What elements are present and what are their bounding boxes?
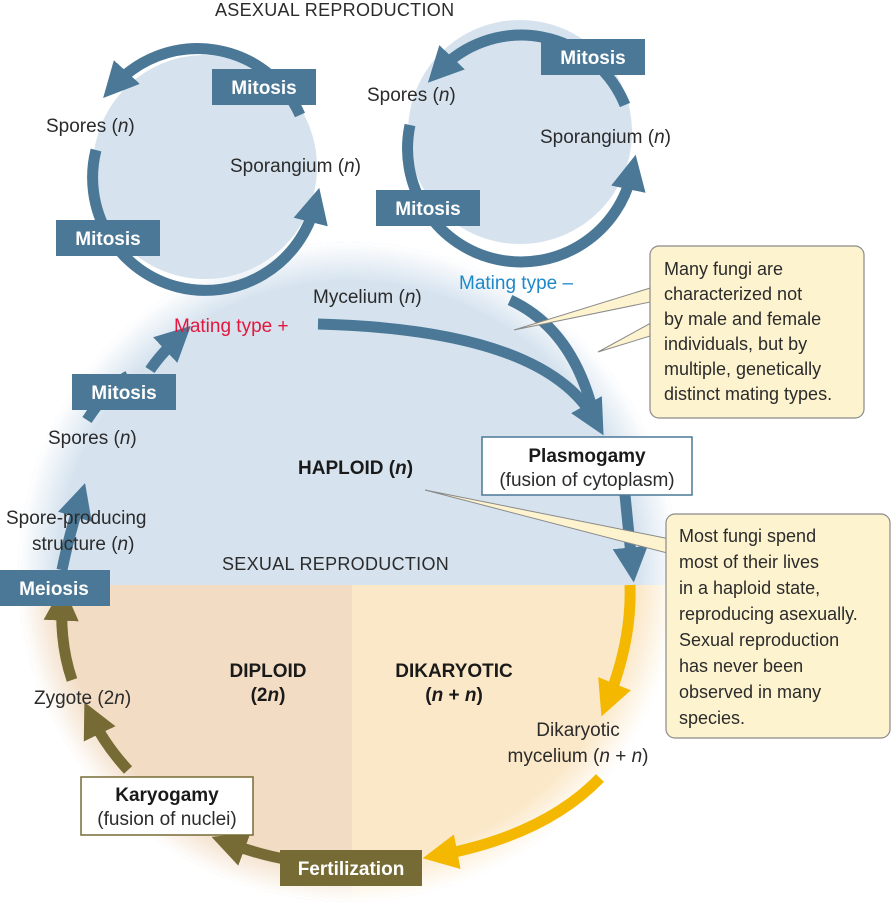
mating-note-line: Many fungi are <box>664 259 783 279</box>
sexual-spores-label: Spores (n) <box>48 428 137 449</box>
fertilization-box <box>280 850 422 886</box>
plasmogamy-subtitle: (fusion of cytoplasm) <box>499 470 674 491</box>
karyogamy-arrow <box>83 702 133 774</box>
asexual-right-mitosis-bottom-box <box>376 190 480 226</box>
asexual-left-spores: Spores (n) <box>46 116 135 137</box>
asexual-left-arrow-bottom <box>87 148 328 296</box>
haploid-note-line: observed in many <box>679 682 821 702</box>
mating-plus-arrow <box>317 318 604 436</box>
diploid-label-line1: DIPLOID <box>229 661 306 682</box>
karyogamy-subtitle: (fusion of nuclei) <box>97 809 236 830</box>
spore-producing-structure-line1: Spore-producing <box>6 508 146 529</box>
zygote-arrow <box>43 585 79 682</box>
mating-note-line: multiple, genetically <box>664 359 821 379</box>
asexual-right-arrow-bottom <box>402 123 646 268</box>
haploid-note-text: Most fungi spend most of their lives in … <box>679 526 858 728</box>
sexual-mitosis-box <box>72 374 176 410</box>
plasmogamy-title: Plasmogamy <box>528 446 646 467</box>
mycelium-label: Mycelium (n) <box>313 287 422 308</box>
sexual-mitosis: Mitosis <box>91 383 156 404</box>
mating-note-line: individuals, but by <box>664 334 807 354</box>
dikaryotic-mycelium-line1: Dikaryotic <box>536 720 619 741</box>
dikaryotic-label-line1: DIKARYOTIC <box>395 661 513 682</box>
dikaryotic-label-line2: (n + n) <box>425 685 483 706</box>
asexual-left-sporangium: Sporangium (n) <box>230 156 361 177</box>
mating-note-line: characterized not <box>664 284 802 304</box>
plasmogamy-arrow <box>612 494 648 583</box>
asexual-right-mitosis-top-box <box>541 39 645 75</box>
karyogamy-box <box>80 776 254 836</box>
mating-type-minus: Mating type – <box>459 273 573 294</box>
asexual-right-arrow-top <box>427 29 631 108</box>
zygote-label: Zygote (2n) <box>34 688 131 709</box>
haploid-note-line: Sexual reproduction <box>679 630 839 650</box>
karyogamy-title: Karyogamy <box>115 785 219 806</box>
dikaryotic-arrow-top <box>598 584 636 717</box>
haploid-note-line: reproducing asexually. <box>679 604 858 624</box>
asexual-left-mitosis-top: Mitosis <box>231 78 296 99</box>
plasmogamy-box <box>481 436 693 496</box>
asexual-right-mitosis-bottom: Mitosis <box>395 199 460 220</box>
mating-note-line: distinct mating types. <box>664 384 832 404</box>
fertilization-label: Fertilization <box>298 859 405 880</box>
mating-note-text: Many fungi are characterized not by male… <box>664 259 832 404</box>
mating-note-line: by male and female <box>664 309 821 329</box>
haploid-note-box <box>665 513 891 739</box>
asexual-title: ASEXUAL REPRODUCTION <box>215 0 454 20</box>
dikaryotic-arrow-bottom <box>422 774 604 869</box>
haploid-note-line: Most fungi spend <box>679 526 816 546</box>
mating-type-plus: Mating type + <box>174 316 289 337</box>
haploid-note-line: most of their lives <box>679 552 819 572</box>
meiosis-arrow <box>56 483 92 572</box>
mitosis-arrow <box>145 325 191 374</box>
meiosis-label: Meiosis <box>19 579 89 600</box>
asexual-left-mitosis-top-box <box>212 69 316 105</box>
dikaryotic-mycelium-line2: mycelium (n + n) <box>508 746 649 767</box>
asexual-left-mitosis-bottom-box <box>56 220 160 256</box>
haploid-note-line: has never been <box>679 656 803 676</box>
asexual-left-mitosis-bottom: Mitosis <box>75 229 140 250</box>
sexual-title: SEXUAL REPRODUCTION <box>222 554 449 574</box>
spore-producing-structure-line2: structure (n) <box>32 534 134 555</box>
haploid-note-line: species. <box>679 708 745 728</box>
asexual-right-sporangium: Sporangium (n) <box>540 127 671 148</box>
mating-minus-arrow <box>507 295 601 422</box>
asexual-right-mitosis-top: Mitosis <box>560 48 625 69</box>
haploid-label: HAPLOID (n) <box>298 458 413 479</box>
mating-note-box <box>649 245 865 419</box>
meiosis-box <box>0 570 110 606</box>
asexual-right-spores: Spores (n) <box>367 85 456 106</box>
diploid-label-line2: (2n) <box>251 685 286 706</box>
haploid-note-line: in a haploid state, <box>679 578 820 598</box>
